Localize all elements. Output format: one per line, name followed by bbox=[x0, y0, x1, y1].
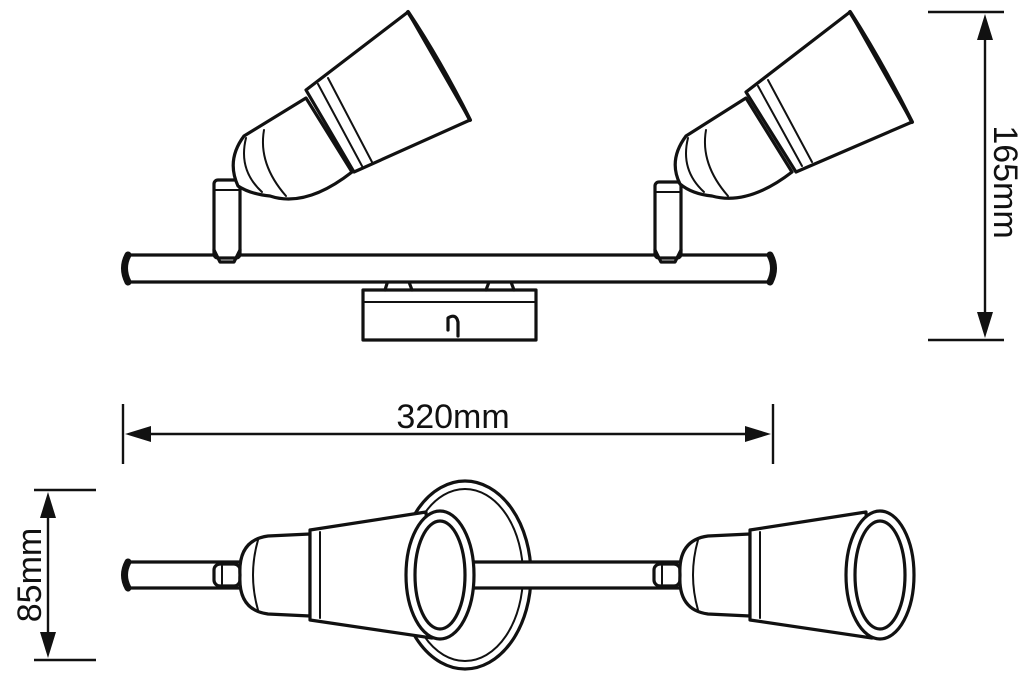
side-view-wall-mount bbox=[361, 272, 538, 342]
top-view-left-spotlight bbox=[212, 509, 476, 641]
side-view-left-spotlight bbox=[212, 10, 472, 264]
top-view-right-spotlight bbox=[652, 509, 916, 641]
side-view bbox=[121, 10, 914, 342]
depth-dimension: 85mm bbox=[11, 488, 96, 662]
side-view-right-spotlight bbox=[653, 10, 914, 264]
height-dimension-label: 165mm bbox=[986, 125, 1024, 238]
side-view-bar bbox=[121, 251, 777, 286]
width-dimension: 320mm bbox=[121, 398, 775, 464]
width-dimension-label: 320mm bbox=[396, 398, 509, 436]
depth-dimension-label: 85mm bbox=[11, 528, 49, 622]
top-view bbox=[121, 479, 916, 671]
height-dimension: 165mm bbox=[928, 10, 1024, 342]
